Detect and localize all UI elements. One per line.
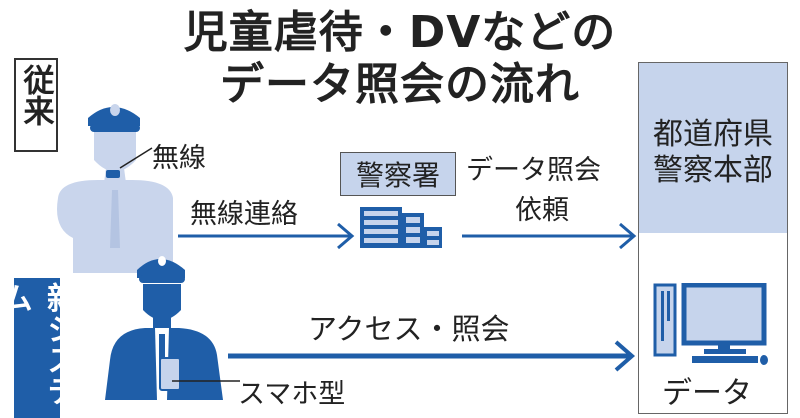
data-label: データ: [662, 376, 752, 411]
radio-pointer-line: [119, 147, 153, 169]
building-icon: [360, 207, 442, 248]
arrow-radio-contact: [178, 222, 355, 250]
arrow-data-request: [462, 222, 637, 250]
radio-label: 無線: [152, 143, 206, 174]
title-line-1: 児童虐待・DVなどの: [183, 7, 617, 58]
data-request-label-line1: データ照会: [466, 155, 601, 186]
smartphone-pointer-line: [172, 380, 240, 382]
title-line-2: データ照会の流れ: [220, 59, 580, 110]
radio-contact-label: 無線連絡: [190, 199, 298, 230]
officer-old-figure: [57, 104, 173, 273]
computer-icon: [653, 283, 768, 365]
data-request-label-line2: 依頼: [515, 195, 569, 226]
smartphone-label: スマホ型: [238, 379, 346, 410]
hq-label-line2: 警察本部: [653, 153, 773, 188]
police-station-label: 警察署: [340, 152, 456, 196]
section-new-label: 新システム: [0, 278, 77, 418]
hq-label-line1: 都道府県: [653, 117, 773, 152]
officer-new-figure: [105, 256, 223, 400]
access-query-label: アクセス・照会: [308, 312, 510, 346]
section-old-label: 従来: [14, 58, 58, 152]
arrow-access-query: [228, 340, 636, 372]
